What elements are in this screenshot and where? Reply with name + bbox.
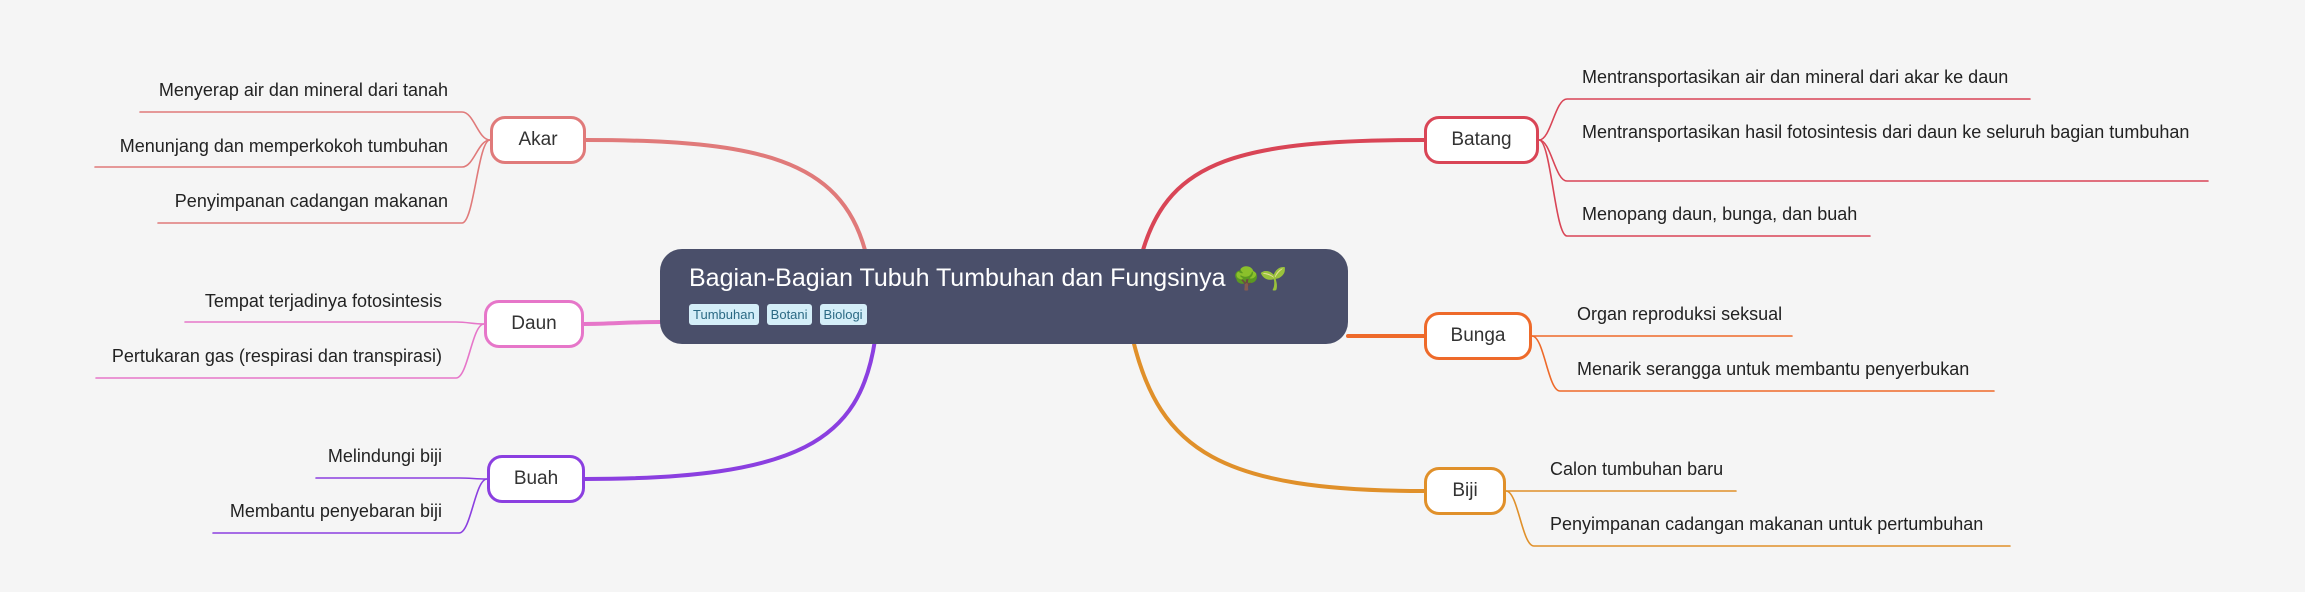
underline-batang-3 [1538,139,1871,237]
connector-daun [582,320,662,326]
underline-akar-1 [139,111,491,141]
topic-biji[interactable]: Biji [1424,467,1506,515]
tag-list: Tumbuhan Botani Biologi [689,304,1319,325]
subtopic-bunga-2[interactable]: Menarik serangga untuk membantu penyerbu… [1577,359,1970,379]
subtopic-bunga-1[interactable]: Organ reproduksi seksual [1577,304,1783,324]
underline-buah-1 [315,477,488,480]
underline-daun-2 [95,323,485,379]
subtopic-batang-1[interactable]: Mentransportasikan air dan mineral dari … [1582,67,2009,87]
central-title-row: Bagian-Bagian Tubuh Tumbuhan dan Fungsin… [689,259,1319,298]
topic-bunga[interactable]: Bunga [1424,312,1532,360]
subtopic-akar-3[interactable]: Penyimpanan cadangan makanan [174,191,448,211]
underline-biji-2 [1505,490,2011,547]
central-title: Bagian-Bagian Tubuh Tumbuhan dan Fungsin… [689,264,1226,292]
underline-akar-2 [94,139,491,168]
subtopic-buah-1[interactable]: Melindungi biji [327,446,442,466]
connector-buah [583,338,877,481]
connector-biji [1131,338,1426,493]
tag-tumbuhan[interactable]: Tumbuhan [689,304,759,325]
underline-batang-1 [1538,98,2031,141]
connector-batang [1141,138,1426,252]
subtopic-daun-1[interactable]: Tempat terjadinya fotosintesis [204,291,442,311]
central-topic[interactable]: Bagian-Bagian Tubuh Tumbuhan dan Fungsin… [660,249,1348,344]
topic-buah[interactable]: Buah [487,455,585,503]
underline-akar-3 [157,139,491,224]
underline-batang-2 [1538,139,2209,182]
tag-biologi[interactable]: Biologi [819,304,867,325]
tree-seedling-icon: 🌳🌱 [1232,266,1288,291]
subtopic-buah-2[interactable]: Membantu penyebaran biji [229,501,442,521]
topic-batang[interactable]: Batang [1424,116,1539,164]
underline-bunga-2 [1531,335,1995,392]
underline-buah-2 [212,478,488,534]
topic-daun[interactable]: Daun [484,300,584,348]
subtopic-batang-2[interactable]: Mentransportasikan hasil fotosintesis da… [1582,122,2190,142]
subtopic-akar-2[interactable]: Menunjang dan memperkokoh tumbuhan [119,136,448,156]
connector-akar [584,138,867,252]
tag-botani[interactable]: Botani [766,304,812,325]
topic-akar[interactable]: Akar [490,116,586,164]
subtopic-akar-1[interactable]: Menyerap air dan mineral dari tanah [158,80,448,100]
subtopic-batang-3[interactable]: Menopang daun, bunga, dan buah [1582,204,1858,224]
subtopic-biji-2[interactable]: Penyimpanan cadangan makanan untuk pertu… [1550,514,1984,534]
subtopic-daun-2[interactable]: Pertukaran gas (respirasi dan transpiras… [111,346,442,366]
subtopic-biji-1[interactable]: Calon tumbuhan baru [1550,459,1724,479]
underline-daun-1 [184,321,485,325]
